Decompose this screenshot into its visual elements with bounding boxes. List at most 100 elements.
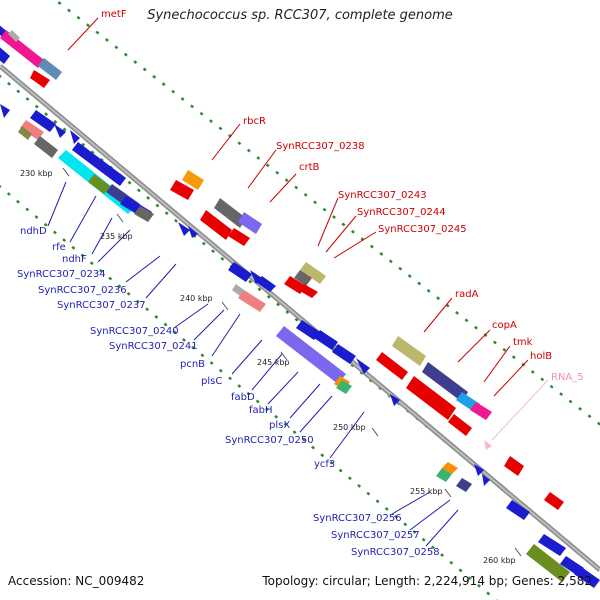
gene-arrow[interactable] xyxy=(238,290,266,312)
gene-arrow[interactable] xyxy=(232,284,244,296)
summary-label: Topology: circular; Length: 2,224,914 bp… xyxy=(262,574,592,588)
gene-label[interactable]: ndhD xyxy=(20,226,47,237)
gene-label[interactable]: SynRCC307_0250 xyxy=(225,435,314,446)
gene-arrow[interactable] xyxy=(134,206,154,222)
gene-label[interactable]: SynRCC307_0240 xyxy=(90,326,179,337)
gene-arrow[interactable] xyxy=(506,500,530,520)
gene-arrow[interactable] xyxy=(228,262,252,282)
tick-label: 230 kbp xyxy=(20,169,53,178)
gene-arrow[interactable] xyxy=(182,170,204,190)
gene-arrow[interactable] xyxy=(390,394,400,406)
gene-label[interactable]: RNA_5 xyxy=(551,372,584,383)
gene-arrow[interactable] xyxy=(70,130,80,144)
gene-label[interactable]: copA xyxy=(492,320,517,331)
gene-label[interactable]: holB xyxy=(530,351,552,362)
scale-ticks xyxy=(62,167,522,557)
accession-label: Accession: NC_009482 xyxy=(8,574,145,588)
gene-arrow[interactable] xyxy=(474,464,484,476)
gene-arrow[interactable] xyxy=(526,544,570,582)
gene-arrow[interactable] xyxy=(356,358,370,374)
gene-label[interactable]: metF xyxy=(101,9,127,20)
gene-arrow[interactable] xyxy=(332,344,356,364)
gene-arrow[interactable] xyxy=(30,70,50,88)
gene-label[interactable]: ycf3 xyxy=(314,459,335,470)
gene-arrow[interactable] xyxy=(392,336,426,366)
gene-arrow[interactable] xyxy=(436,468,452,482)
gene-arrow[interactable] xyxy=(38,58,62,80)
gene-label[interactable]: radA xyxy=(455,289,479,300)
gene-label[interactable]: SynRCC307_0236 xyxy=(38,285,127,296)
gene-arrow[interactable] xyxy=(34,136,58,158)
gene-label[interactable]: SynRCC307_0234 xyxy=(17,269,106,280)
gene-arrow[interactable] xyxy=(30,110,56,132)
gene-label[interactable]: SynRCC307_0256 xyxy=(313,513,402,524)
gene-label[interactable]: rfe xyxy=(52,242,66,253)
gene-label[interactable]: tmk xyxy=(513,337,533,348)
gene-arrow[interactable] xyxy=(20,120,44,140)
gene-label[interactable]: rbcR xyxy=(243,116,266,127)
tick-label: 235 kbp xyxy=(100,232,133,241)
gene-arrow[interactable] xyxy=(422,362,468,402)
gene-arrow[interactable] xyxy=(18,126,32,140)
gene-label[interactable]: SynRCC307_0237 xyxy=(57,300,146,311)
gene-arrow[interactable] xyxy=(482,474,490,486)
gene-features-upper xyxy=(0,25,564,510)
gene-arrow[interactable] xyxy=(228,228,250,246)
tick-label: 260 kbp xyxy=(483,556,516,565)
gene-arrow[interactable] xyxy=(336,380,352,394)
gene-arrow[interactable] xyxy=(544,492,564,510)
gene-label[interactable]: fabD xyxy=(231,392,255,403)
gene-label[interactable]: SynRCC307_0244 xyxy=(357,207,446,218)
gene-label[interactable]: SynRCC307_0241 xyxy=(109,341,198,352)
rna-marker[interactable] xyxy=(484,440,492,450)
gene-arrow[interactable] xyxy=(314,330,338,350)
gene-arrow[interactable] xyxy=(214,198,246,228)
gene-label[interactable]: pcnB xyxy=(180,359,205,370)
gene-arrow[interactable] xyxy=(0,30,44,68)
gene-arrow[interactable] xyxy=(538,534,566,556)
gene-arrow[interactable] xyxy=(0,104,10,118)
gene-arrow[interactable] xyxy=(72,142,126,186)
gene-arrow[interactable] xyxy=(300,262,326,284)
gene-arrow[interactable] xyxy=(456,478,472,492)
gene-arrow[interactable] xyxy=(170,180,194,200)
gene-arrow[interactable] xyxy=(238,212,262,234)
gene-arrow[interactable] xyxy=(178,222,190,236)
gene-label[interactable]: fabH xyxy=(249,405,273,416)
gene-arrow[interactable] xyxy=(376,352,408,380)
gene-arrow[interactable] xyxy=(298,284,318,298)
gene-arrow[interactable] xyxy=(574,566,600,588)
gene-arrow[interactable] xyxy=(276,326,346,384)
gene-arrow[interactable] xyxy=(296,320,320,340)
gene-label[interactable]: SynRCC307_0245 xyxy=(378,224,467,235)
tick-label: 240 kbp xyxy=(180,294,213,303)
gene-label[interactable]: SynRCC307_0238 xyxy=(276,141,365,152)
gene-arrow[interactable] xyxy=(294,270,312,286)
gene-arrow[interactable] xyxy=(200,210,232,240)
gene-label[interactable]: ndhF xyxy=(62,254,87,265)
gene-arrow[interactable] xyxy=(54,124,66,138)
gene-arrow[interactable] xyxy=(88,174,110,194)
gene-label[interactable]: plsX xyxy=(269,420,290,431)
gene-arrow[interactable] xyxy=(256,276,276,292)
gene-arrow[interactable] xyxy=(188,226,198,238)
gene-arrow[interactable] xyxy=(470,402,492,420)
gene-arrow[interactable] xyxy=(442,462,458,474)
gene-arrow[interactable] xyxy=(8,30,20,42)
gene-label[interactable]: crtB xyxy=(299,162,320,173)
tick-label: 250 kbp xyxy=(333,423,366,432)
rna-leader-line xyxy=(491,379,549,441)
gene-arrow[interactable] xyxy=(504,456,524,476)
gene-arrow[interactable] xyxy=(448,414,472,436)
gene-features-lower xyxy=(0,104,600,588)
gene-arrow[interactable] xyxy=(0,44,10,64)
gene-label[interactable]: SynRCC307_0258 xyxy=(351,547,440,558)
tick-label: 255 kbp xyxy=(410,487,443,496)
gene-arrow[interactable] xyxy=(406,376,456,420)
gene-label[interactable]: SynRCC307_0257 xyxy=(331,530,420,541)
gene-label[interactable]: plsC xyxy=(201,376,222,387)
gene-label[interactable]: SynRCC307_0243 xyxy=(338,190,427,201)
upper-leader-lines xyxy=(67,17,529,397)
